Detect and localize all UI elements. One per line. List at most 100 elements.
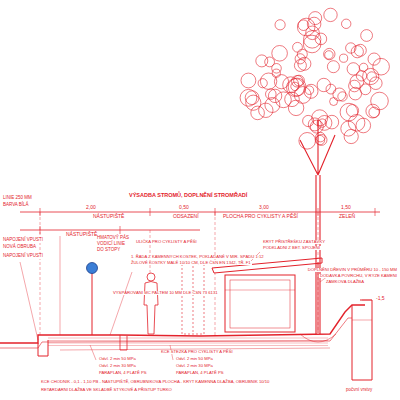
bus-stop-sign [87, 263, 98, 274]
annotation: 1,50 [340, 205, 352, 210]
annotation: PARAPLAN, 4 PLATĚ PS [98, 371, 148, 375]
pavement-layer [48, 340, 328, 341]
canopy-leaf [272, 46, 288, 62]
person-figure [144, 273, 158, 334]
canopy-leaf [292, 76, 304, 88]
annotation: HMATOVÝ PÁS [96, 236, 130, 241]
canopy-leaf [275, 20, 285, 30]
annotation: 0,50 [178, 205, 190, 210]
annotation: počvní vrstvy [345, 388, 373, 393]
canopy-leaf [274, 75, 288, 89]
canopy-leaf [333, 88, 346, 101]
canopy-leaf [354, 44, 366, 56]
canopy-leaf [285, 92, 300, 107]
canopy-leaf [356, 118, 371, 133]
annotation: 1. ŘADA Z KAMENNÝCH KOSTEK, POKLÁDANÉ V … [130, 255, 265, 259]
annotation: RETARDÁRNÍ DLAŽBA VE SKLADBĚ STYKOVÉ A P… [40, 388, 173, 392]
annotation: PARAPLAN, 4 PLATĚ PS [175, 371, 225, 375]
annotation: Odvl. 2 min 50 MPa [98, 357, 137, 361]
pavement-layer [48, 343, 328, 344]
annotation: NÁSTUPIŠTĚ [92, 214, 125, 219]
pavement-layer [48, 338, 328, 339]
canopy-leaf [318, 119, 326, 127]
tree-trunk [300, 120, 335, 334]
canopy-leaf [303, 115, 314, 126]
annotation: KCE CHODNÍK - 0,1 - 1,10 PB - NÁSTUPIŠTĚ… [40, 380, 270, 384]
dimension-line [20, 212, 380, 213]
canopy-leaf [369, 107, 379, 117]
canopy-leaf [294, 60, 306, 72]
canopy-leaf [283, 77, 299, 93]
annotation: 3,00 [258, 205, 270, 210]
canopy-leaf [368, 53, 380, 65]
canopy-leaf [367, 72, 377, 82]
canopy-leaf [330, 98, 338, 106]
canopy-leaf [359, 63, 367, 71]
ground-line [0, 305, 365, 343]
annotation: LINIE 250 MM [2, 196, 33, 201]
canopy-leaf [356, 71, 366, 81]
canopy-leaf [373, 58, 390, 75]
annotation: PLOCHA PRO CYKLISTY A PĚŠÍ [222, 214, 299, 219]
annotation: Odvl. 2 min 30 MPa [98, 364, 137, 368]
canopy-leaf [361, 30, 373, 42]
canopy-leaf [287, 79, 305, 97]
annotation: ZELEŇ [338, 214, 356, 219]
annotation: DODÁVKA POVRCHU, V RÝZE KAMENÍ [319, 274, 398, 278]
canopy-leaf [342, 19, 351, 28]
cyclist-outline [182, 262, 204, 334]
canopy-leaf [272, 69, 280, 77]
canopy-leaf [340, 54, 348, 62]
canopy-leaf [316, 134, 327, 145]
canopy-leaf [299, 133, 316, 150]
canopy-leaf [297, 18, 315, 36]
canopy-leaf [317, 116, 332, 131]
canopy-leaf [240, 89, 257, 106]
annotation: KRYT PŘÍSTŘEŠKU ZASTÁVKY [262, 240, 326, 244]
annotation: NOVÁ OBRUBA [2, 245, 37, 250]
canopy-leaf [350, 75, 364, 89]
annotation: DOPLNĚNÍ DŘEVIN V PRŮMĚRU 10 - 150 MM [307, 268, 398, 272]
canopy-leaf [294, 87, 311, 104]
annotation: NAPOJENÍ VPUSTI [2, 238, 44, 243]
annotation: BARVA BÍLÁ [2, 203, 30, 208]
annotation: VODICÍ LINIE [96, 242, 126, 247]
dimension-line [20, 230, 200, 231]
canopy-leaf [324, 8, 337, 21]
canopy-leaf [309, 12, 322, 25]
title: VÝSADBA STROMŮ, DOPLNĚNÍ STROMŘADÍ [128, 193, 248, 199]
canopy-leaf [305, 86, 314, 95]
annotation: PODKLADNÍ Z BET. SPOJENÍ [262, 246, 321, 250]
annotation: ZÁMKOVÁ DLAŽBA [325, 280, 365, 284]
canopy-leaf [324, 48, 335, 59]
canopy-leaf [347, 63, 359, 75]
pavement-layer [48, 345, 328, 346]
annotation: ŽULOVÉ KOSTKY MALÉ 10/10 CM, DLE ČSN EN … [130, 261, 252, 265]
canopy-leaf [303, 35, 321, 53]
canopy-leaf [340, 103, 358, 121]
annotation: KCE STEZKA PRO CYKLISTY A PĚŠÍ [160, 350, 234, 354]
canopy-leaf [363, 68, 379, 84]
annotation: Odvl. 2 min 50 MPa [175, 357, 214, 361]
canopy-leaf [256, 55, 268, 67]
annotation: Odvl. 2 min 30 MPa [175, 364, 214, 368]
canopy-leaf [360, 84, 371, 95]
canopy-leaf [265, 98, 280, 113]
canopy-leaf [251, 106, 265, 120]
canopy-leaf [293, 42, 303, 52]
annotation: VYSPÁROVÁNÍ MC PALTEM 10 MM DLE ČSN 73 6… [112, 291, 219, 295]
canopy-leaf [327, 61, 339, 73]
canopy-leaf [241, 73, 256, 88]
annotation: 2,00 [85, 205, 97, 210]
canopy-leaf [288, 100, 303, 115]
canopy-leaf [348, 115, 365, 132]
annotation: -1,5 [375, 296, 386, 301]
annotation: ODSAZENÍ [172, 214, 200, 219]
canopy-leaf [288, 78, 306, 96]
annotation: NAPOJENÍ VPUSTI [2, 254, 44, 259]
canopy-leaf [258, 79, 267, 88]
canopy-leaf [326, 84, 336, 94]
annotation: ULIČKA PRO CYKLISTY A PĚŠÍ [135, 240, 198, 244]
